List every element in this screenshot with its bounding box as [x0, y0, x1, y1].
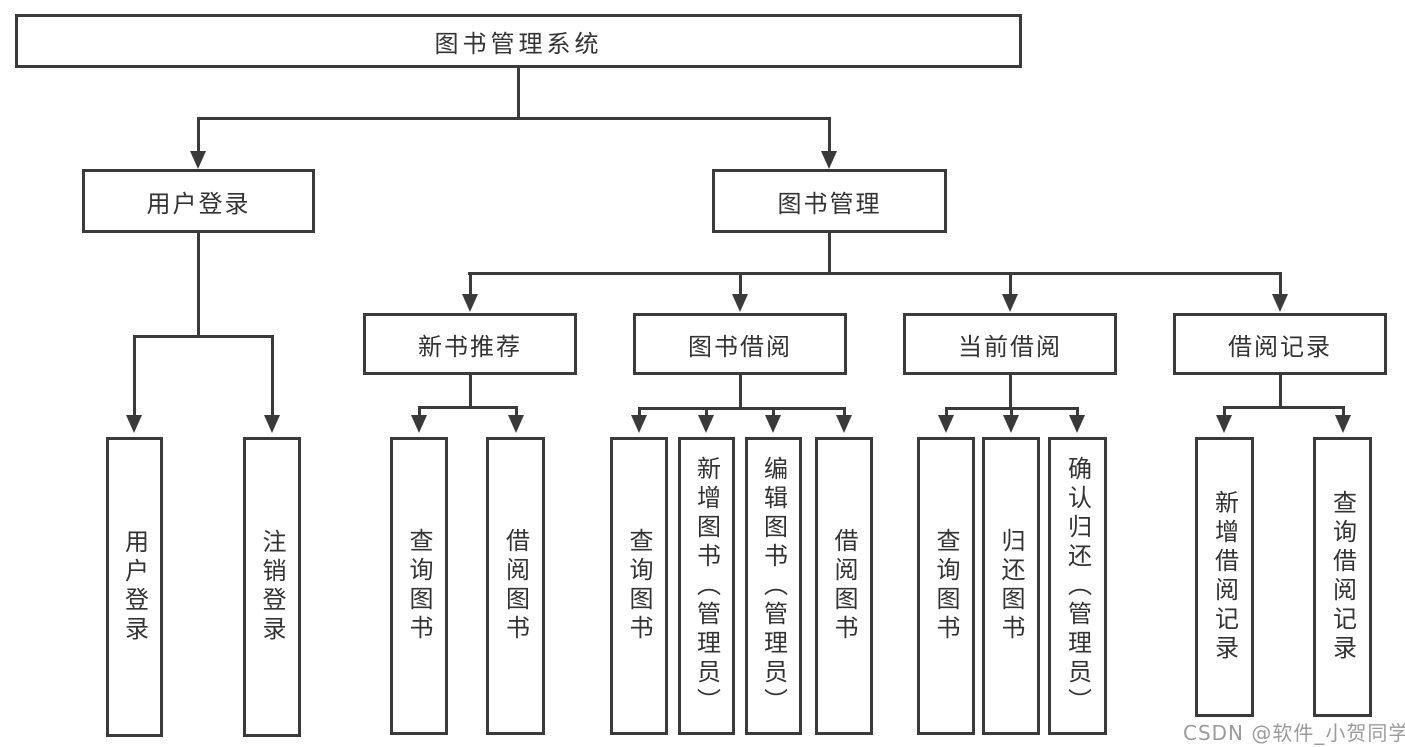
node-borrow-records: 借阅记录: [1173, 313, 1387, 375]
connector-line: [828, 233, 831, 275]
connector-line: [197, 117, 831, 120]
connector-line: [1342, 406, 1345, 417]
arrow-down-icon: [1003, 415, 1019, 433]
leaf-current-return-books-label: 归还图书: [997, 528, 1025, 644]
leaf-records-add-record-label: 新增借阅记录: [1210, 490, 1239, 664]
arrow-down-icon: [698, 415, 714, 433]
leaf-records-query-record: 查询借阅记录: [1313, 437, 1372, 717]
leaf-borrow-add-books-admin: 新增图书（管理员）: [678, 437, 735, 735]
arrow-down-icon: [938, 415, 954, 433]
arrow-down-icon: [732, 294, 748, 312]
connector-line: [739, 375, 742, 410]
connector-line: [1076, 407, 1079, 417]
node-root-label: 图书管理系统: [434, 29, 603, 58]
leaf-current-return-books: 归还图书: [982, 437, 1040, 735]
node-user-login-label: 用户登录: [146, 189, 251, 218]
connector-line: [1279, 272, 1282, 296]
arrow-down-icon: [462, 294, 478, 312]
arrow-down-icon: [631, 415, 647, 433]
connector-line: [705, 407, 708, 417]
leaf-borrow-borrow-books-label: 借阅图书: [830, 528, 858, 644]
leaf-records-query-record-label: 查询借阅记录: [1328, 490, 1357, 664]
connector-line: [271, 335, 274, 417]
leaf-user-login: 用户登录: [106, 437, 163, 737]
arrow-down-icon: [765, 415, 781, 433]
connector-line: [133, 335, 136, 417]
leaf-borrow-query-books: 查询图书: [610, 437, 668, 735]
arrow-down-icon: [1216, 415, 1232, 433]
node-borrow-records-label: 借阅记录: [1228, 332, 1332, 361]
connector-line: [638, 407, 641, 417]
leaf-logout: 注销登录: [243, 437, 301, 737]
node-book-borrow-label: 图书借阅: [688, 332, 792, 361]
connector-line: [197, 117, 200, 153]
node-book-borrow: 图书借阅: [633, 313, 847, 375]
connector-line: [1223, 406, 1226, 417]
node-current-borrow-label: 当前借阅: [958, 332, 1062, 361]
connector-line: [418, 406, 517, 409]
node-current-borrow: 当前借阅: [903, 313, 1117, 375]
csdn-watermark: CSDN @软件_小贺同学: [1183, 721, 1405, 745]
arrow-down-icon: [1069, 415, 1085, 433]
arrow-down-icon: [836, 415, 852, 433]
arrow-down-icon: [264, 415, 280, 433]
leaf-records-add-record: 新增借阅记录: [1195, 437, 1254, 717]
leaf-borrow-edit-books-admin: 编辑图书（管理员）: [745, 437, 802, 735]
connector-line: [772, 407, 775, 417]
connector-line: [638, 407, 846, 410]
leaf-current-confirm-return-admin-label: 确认归还（管理员）: [1063, 455, 1092, 717]
leaf-borrow-borrow-books: 借阅图书: [815, 437, 873, 735]
node-root: 图书管理系统: [15, 14, 1022, 68]
connector-line: [133, 335, 274, 338]
node-new-book-recommend: 新书推荐: [363, 313, 577, 375]
connector-line: [739, 272, 742, 296]
leaf-borrow-query-books-label: 查询图书: [625, 528, 653, 644]
connector-line: [1223, 406, 1344, 409]
leaf-recommend-borrow-books-label: 借阅图书: [501, 528, 530, 644]
connector-line: [843, 407, 846, 417]
arrow-down-icon: [821, 151, 837, 169]
leaf-current-query-books: 查询图书: [917, 437, 975, 735]
leaf-current-confirm-return-admin: 确认归还（管理员）: [1048, 437, 1107, 735]
leaf-recommend-borrow-books: 借阅图书: [486, 437, 545, 735]
connector-line: [469, 272, 472, 296]
connector-line: [469, 375, 472, 409]
arrow-down-icon: [1335, 415, 1351, 433]
arrow-down-icon: [1002, 294, 1018, 312]
node-book-management-label: 图书管理: [777, 189, 882, 218]
arrow-down-icon: [190, 151, 206, 169]
arrow-down-icon: [508, 415, 524, 433]
connector-line: [945, 407, 948, 417]
leaf-logout-label: 注销登录: [258, 529, 286, 645]
connector-line: [418, 406, 421, 417]
leaf-current-query-books-label: 查询图书: [932, 528, 960, 644]
leaf-borrow-edit-books-admin-label: 编辑图书（管理员）: [759, 455, 788, 717]
node-user-login: 用户登录: [82, 169, 315, 233]
connector-line: [1279, 375, 1282, 409]
connector-line: [1009, 375, 1012, 410]
connector-line: [828, 117, 831, 153]
leaf-borrow-add-books-admin-label: 新增图书（管理员）: [692, 455, 721, 717]
arrow-down-icon: [126, 415, 142, 433]
connector-line: [468, 272, 1282, 275]
connector-line: [517, 68, 520, 117]
connector-line: [1009, 272, 1012, 296]
node-book-management: 图书管理: [712, 169, 947, 233]
arrow-down-icon: [1272, 294, 1288, 312]
leaf-recommend-query-books-label: 查询图书: [405, 528, 433, 644]
node-new-book-recommend-label: 新书推荐: [418, 332, 522, 361]
connector-line: [1010, 407, 1013, 417]
leaf-user-login-label: 用户登录: [120, 529, 149, 645]
arrow-down-icon: [411, 415, 427, 433]
connector-line: [197, 233, 200, 338]
connector-line: [515, 406, 518, 417]
leaf-recommend-query-books: 查询图书: [390, 437, 448, 735]
